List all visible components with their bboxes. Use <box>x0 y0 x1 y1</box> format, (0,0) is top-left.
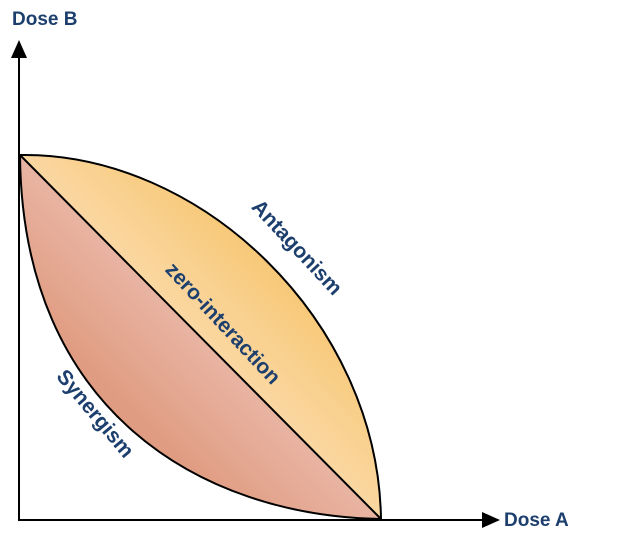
zero-interaction-line <box>19 154 382 520</box>
antagonism-curve <box>19 153 382 520</box>
synergism-curve <box>19 154 382 520</box>
x-axis-label: Dose A <box>504 510 569 531</box>
y-axis-label: Dose B <box>12 9 77 30</box>
